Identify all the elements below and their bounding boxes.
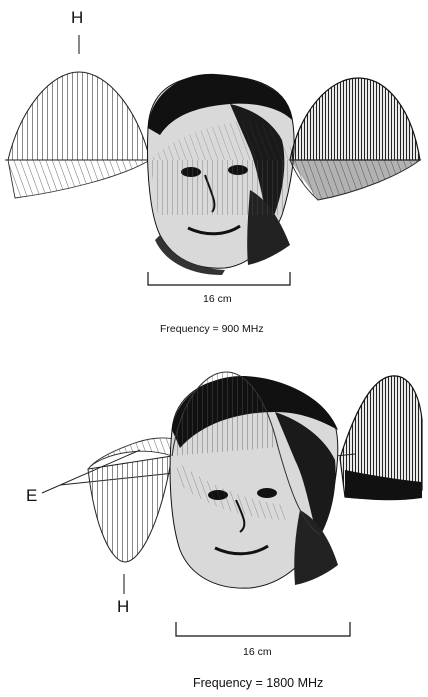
bottom-e-label: E bbox=[26, 486, 38, 505]
bottom-face-image bbox=[169, 371, 339, 589]
top-frequency-label: Frequency = 900 MHz bbox=[160, 323, 264, 335]
top-face-image bbox=[147, 73, 295, 275]
bottom-left-h-lobe bbox=[87, 455, 173, 563]
top-left-e-lobe bbox=[7, 159, 152, 199]
top-scale-bracket bbox=[147, 272, 291, 286]
bottom-scale-label: 16 cm bbox=[243, 646, 272, 658]
bottom-panel bbox=[41, 371, 423, 637]
top-scale-label: 16 cm bbox=[203, 293, 232, 305]
top-right-h-lobe bbox=[289, 77, 421, 161]
top-panel bbox=[5, 35, 422, 286]
top-right-e-lobe bbox=[289, 159, 422, 201]
bottom-left-e-lobe bbox=[87, 437, 179, 470]
top-left-h-lobe bbox=[7, 71, 151, 161]
bottom-frequency-label: Frequency = 1800 MHz bbox=[193, 676, 324, 690]
bottom-scale-bracket bbox=[175, 622, 351, 637]
bottom-h-label: H bbox=[117, 597, 130, 616]
top-h-label: H bbox=[71, 8, 84, 27]
